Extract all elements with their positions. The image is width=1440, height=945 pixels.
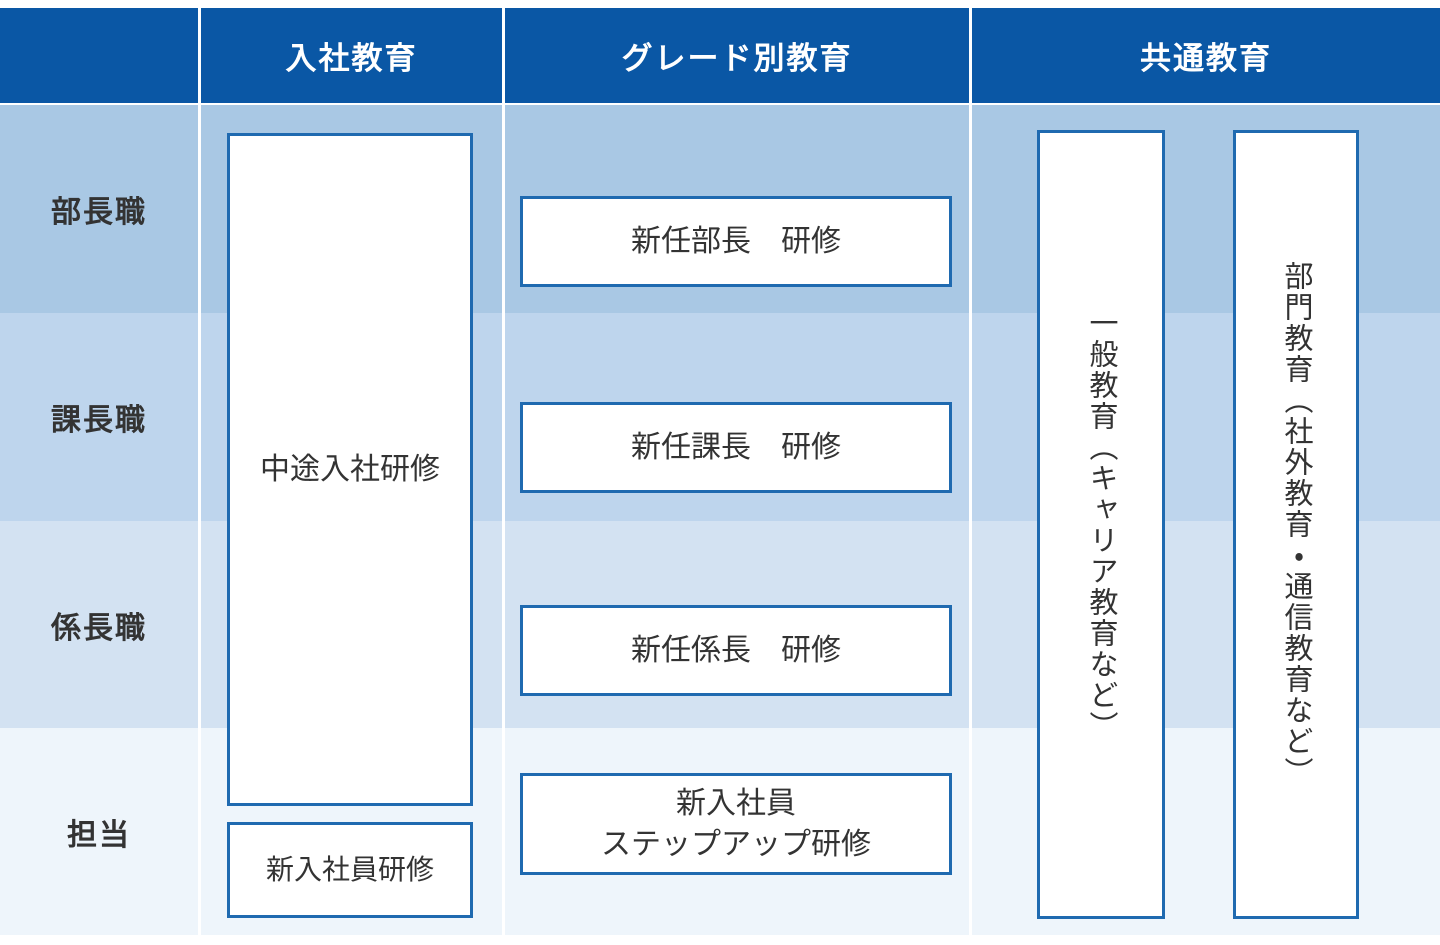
training-box-new-kacho[interactable]: 新任課長 研修	[520, 402, 952, 493]
training-box-division-education[interactable]: 部門教育（社外教育・通信教育など）	[1233, 130, 1359, 919]
band-segment-label	[0, 728, 198, 935]
training-box-new-kakaricho[interactable]: 新任係長 研修	[520, 605, 952, 696]
training-box-general-education[interactable]: 一般教育（キャリア教育など）	[1037, 130, 1165, 919]
training-box-midcareer[interactable]: 中途入社研修	[227, 133, 473, 806]
header-column-nyusha-kyoiku: 入社教育	[201, 8, 502, 103]
band-segment-label	[0, 105, 198, 313]
training-box-new-bucho[interactable]: 新任部長 研修	[520, 196, 952, 287]
band-segment-label	[0, 521, 198, 728]
training-box-newgrad-stepup-line2: ステップアップ研修	[601, 828, 871, 861]
band-segment-label	[0, 313, 198, 521]
training-box-newgrad[interactable]: 新入社員研修	[227, 822, 473, 918]
header-corner-cell	[0, 8, 198, 103]
header-column-grade-betsu-kyoiku: グレード別教育	[505, 8, 969, 103]
training-box-newgrad-stepup-line1: 新入社員	[676, 786, 796, 820]
header-row: 入社教育 グレード別教育 共通教育	[0, 8, 1440, 103]
training-box-newgrad-stepup[interactable]: 新入社員 ステップアップ研修	[520, 773, 952, 875]
header-column-kyotsu-kyoiku: 共通教育	[972, 8, 1440, 103]
